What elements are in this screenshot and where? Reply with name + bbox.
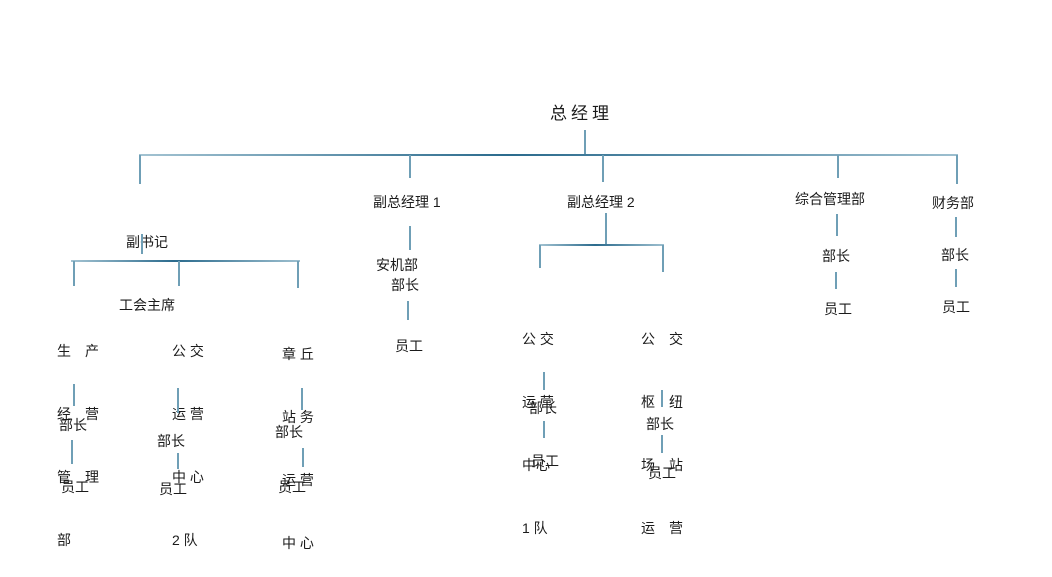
connector-vertical	[177, 453, 179, 469]
connector-vertical	[73, 261, 75, 286]
org-node-label: 运 营	[172, 406, 204, 422]
org-node-label: 枢 纽	[641, 394, 683, 410]
org-node-label: 场 站	[641, 457, 683, 473]
connector-vertical	[177, 388, 179, 413]
org-node-zhangqiu-station-ops-center: 章 丘 站 务 运 营 中 心	[282, 302, 314, 577]
org-node-label: 站 务	[282, 409, 314, 425]
connector-vertical	[141, 234, 143, 254]
connector-vertical	[139, 155, 141, 184]
org-node-label: 运 营	[641, 520, 683, 536]
org-node-chief: 部长	[822, 248, 850, 264]
connector-vertical	[955, 269, 957, 287]
org-node-label: 工会主席	[119, 297, 175, 313]
connector-vertical	[956, 155, 958, 184]
org-node-general-admin-dept: 综合管理部	[795, 191, 865, 207]
connector-vertical	[73, 384, 75, 406]
org-node-label: 运 营	[282, 472, 314, 488]
connector-vertical	[584, 130, 586, 155]
org-node-chief: 部长	[391, 277, 419, 293]
org-node-chief: 部长	[275, 424, 303, 440]
org-node-staff: 员工	[531, 453, 559, 469]
org-node-chief: 部长	[529, 400, 557, 416]
org-node-label: 生 产	[57, 343, 99, 359]
org-node-label: 经 营	[57, 406, 99, 422]
connector-vertical	[539, 245, 541, 268]
org-node-label: 中心	[522, 457, 550, 473]
connector-vertical	[409, 226, 411, 250]
org-node-bus-ops-center-team1: 公 交 运 营 中心 1 队	[522, 287, 554, 577]
connector-vertical	[661, 435, 663, 453]
connector-vertical	[543, 372, 545, 390]
connector-vertical	[297, 261, 299, 288]
org-node-vice-gm-2: 副总经理 2	[567, 194, 635, 210]
connector-vertical	[407, 301, 409, 320]
org-node-label: 2 队	[172, 532, 198, 548]
org-node-label: 副书记	[126, 234, 168, 250]
connector-vertical	[835, 272, 837, 289]
org-node-staff: 员工	[942, 299, 970, 315]
connector-vertical	[837, 155, 839, 178]
org-node-chief: 部长	[157, 433, 185, 449]
org-node-production-management-dept: 生 产 经 营 管 理 部	[57, 299, 99, 577]
org-node-label: 中 心	[172, 469, 204, 485]
org-node-bus-ops-center-team2: 公 交 运 营 中 心 2 队	[172, 299, 204, 577]
org-node-label: 公 交	[522, 331, 554, 347]
connector-horizontal	[139, 154, 958, 156]
connector-vertical	[543, 421, 545, 438]
org-node-label: 部	[57, 532, 71, 548]
connector-vertical	[71, 440, 73, 464]
org-node-label: 运 营	[522, 394, 554, 410]
org-node-staff: 员工	[278, 479, 306, 495]
org-node-chief: 部长	[941, 247, 969, 263]
org-node-label: 管 理	[57, 469, 99, 485]
org-node-chief: 部长	[59, 417, 87, 433]
org-node-finance-dept: 财务部	[932, 195, 974, 211]
org-node-label: 章 丘	[282, 346, 314, 362]
org-node-chief: 部长	[646, 416, 674, 432]
connector-vertical	[409, 155, 411, 178]
org-node-staff: 员工	[395, 338, 423, 354]
org-node-staff: 员工	[824, 301, 852, 317]
connector-vertical	[605, 213, 607, 244]
connector-vertical	[301, 388, 303, 410]
org-node-bus-hub-station-ops-center: 公 交 枢 纽 场 站 运 营 中心	[641, 287, 683, 577]
connector-vertical	[662, 245, 664, 272]
org-node-deputy-secretary: 副书记 工会主席	[89, 190, 205, 358]
connector-vertical	[836, 214, 838, 236]
org-node-vice-gm-1: 副总经理 1	[373, 194, 441, 210]
org-node-staff: 员工	[159, 481, 187, 497]
org-node-label: 公 交	[172, 343, 204, 359]
org-node-label: 1 队	[522, 520, 548, 536]
org-node-label: 中 心	[282, 535, 314, 551]
connector-vertical	[178, 261, 180, 286]
org-node-staff: 员工	[61, 479, 89, 495]
connector-vertical	[955, 217, 957, 237]
connector-vertical	[661, 390, 663, 407]
org-node-general-manager: 总经理	[550, 104, 613, 123]
connector-vertical	[602, 155, 604, 182]
connector-horizontal	[539, 244, 664, 246]
org-node-staff: 员工	[648, 465, 676, 481]
connector-horizontal	[71, 260, 300, 262]
connector-vertical	[302, 448, 304, 467]
org-node-anji-dept: 安机部	[376, 257, 418, 273]
org-node-label: 公 交	[641, 331, 683, 347]
